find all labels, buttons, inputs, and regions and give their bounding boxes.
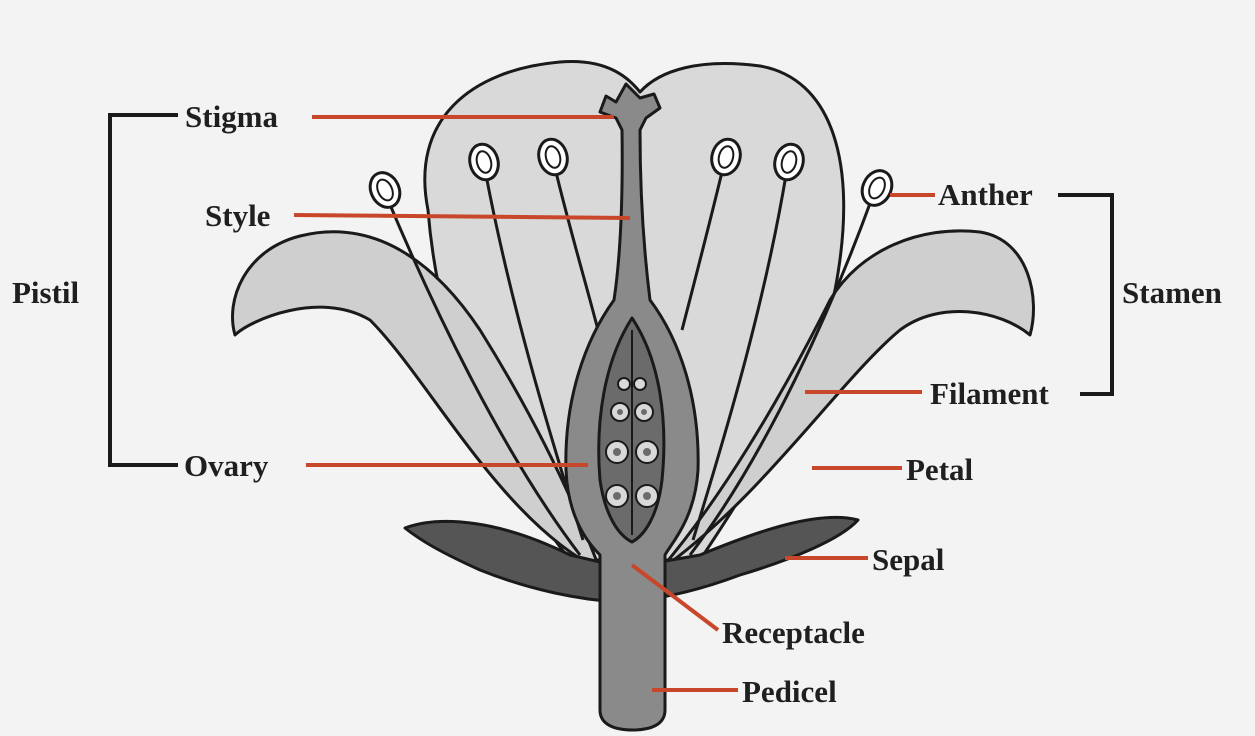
anther-1 <box>365 168 406 212</box>
label-pistil: Pistil <box>12 275 80 310</box>
label-style: Style <box>205 198 270 233</box>
label-stamen: Stamen <box>1122 275 1222 310</box>
pistil-bracket <box>110 115 178 465</box>
label-sepal: Sepal <box>872 542 945 577</box>
label-stigma: Stigma <box>185 99 279 134</box>
label-ovary: Ovary <box>184 448 269 483</box>
stamen-bracket <box>1058 195 1112 394</box>
label-anther: Anther <box>938 177 1033 212</box>
label-pedicel: Pedicel <box>742 674 837 709</box>
anther-6 <box>857 166 898 210</box>
label-filament: Filament <box>930 376 1049 411</box>
label-receptacle: Receptacle <box>722 615 865 650</box>
label-petal: Petal <box>906 452 974 487</box>
